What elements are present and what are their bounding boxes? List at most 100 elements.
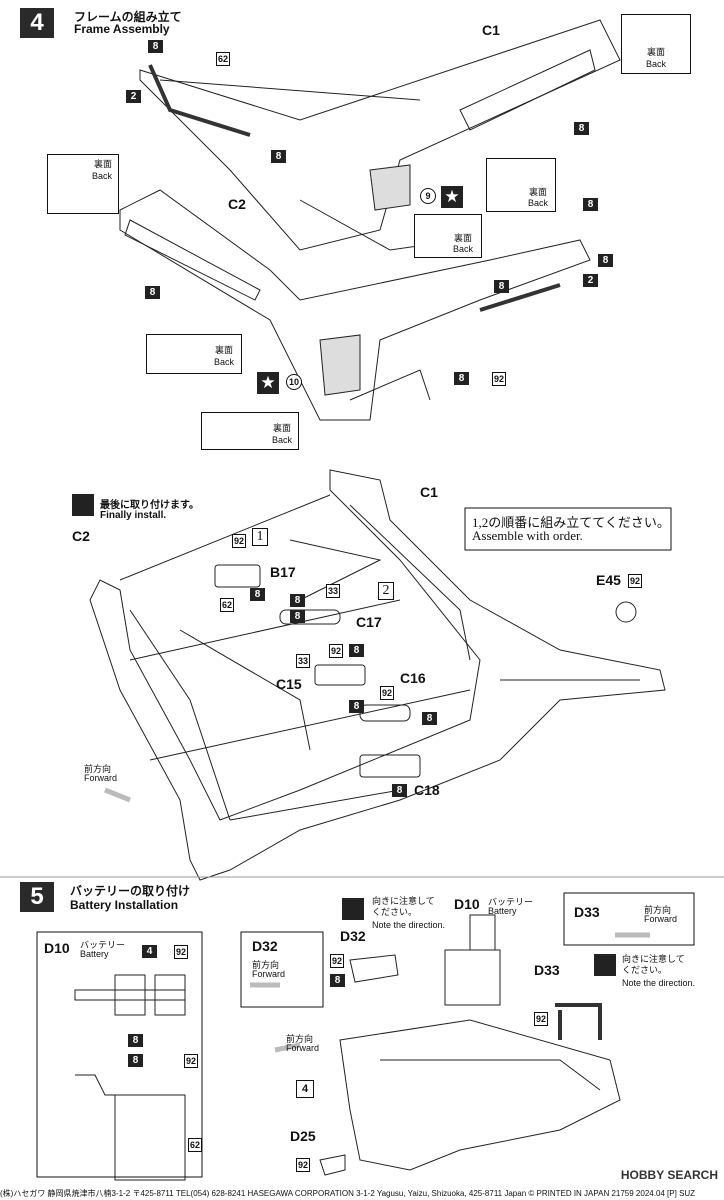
battery-en: Battery — [80, 949, 109, 959]
sequence-2: 2 — [378, 582, 394, 600]
part-10: 10 — [286, 374, 302, 390]
note-direction-icon — [342, 898, 364, 920]
note-direction-en: Note the direction. — [622, 978, 696, 988]
part-92: 92 — [534, 1012, 548, 1026]
back-note-box: 裏面 Back — [201, 412, 299, 450]
part-92: 92 — [628, 574, 642, 588]
back-en: Back — [645, 59, 666, 69]
back-jp: 裏面 — [528, 187, 547, 197]
part-8: 8 — [330, 974, 345, 987]
hobby-search-watermark: HOBBY SEARCH — [620, 1168, 718, 1182]
part-4: 4 — [142, 945, 157, 958]
star-marker: ★ — [257, 372, 279, 394]
part-92: 92 — [330, 954, 344, 968]
back-note-box: 裏面 Back — [414, 214, 482, 258]
forward-jp: 前方向 — [644, 905, 672, 915]
finally-install-icon — [72, 494, 94, 516]
back-en: Back — [213, 357, 234, 367]
part-2: 2 — [126, 90, 141, 103]
step-4-title-en: Frame Assembly — [74, 22, 170, 36]
part-8: 8 — [574, 122, 589, 135]
battery-jp: バッテリー — [488, 897, 534, 907]
finally-install-jp: 最後に取り付けます。 — [100, 500, 199, 511]
forward-en: Forward — [252, 969, 286, 979]
part-92: 92 — [329, 644, 343, 658]
part-8: 8 — [145, 286, 160, 299]
part-8: 8 — [148, 40, 163, 53]
part-62: 62 — [220, 598, 234, 612]
part-2: 2 — [583, 274, 598, 287]
label-c2: C2 — [72, 528, 90, 544]
part-8: 8 — [128, 1054, 143, 1067]
note-direction-jp: 向きに注意して ください。 — [622, 954, 685, 975]
back-jp: 裏面 — [272, 423, 291, 433]
part-8: 8 — [271, 150, 286, 163]
label-c16: C16 — [400, 670, 426, 686]
back-note-box: 裏面 Back — [486, 158, 556, 212]
back-jp: 裏面 — [214, 345, 233, 355]
part-92: 92 — [492, 372, 506, 386]
back-note-box: 裏面 Back — [47, 154, 119, 214]
step-4-title-jp: フレームの組み立て — [74, 10, 182, 24]
part-8: 8 — [250, 588, 265, 601]
part-92: 92 — [174, 945, 188, 959]
sequence-1: 1 — [252, 528, 268, 546]
forward-en: Forward — [84, 773, 118, 783]
label-c18: C18 — [414, 782, 440, 798]
part-8: 8 — [454, 372, 469, 385]
back-en: Back — [91, 171, 112, 181]
label-c2-top: C2 — [228, 196, 246, 212]
part-92: 92 — [232, 534, 246, 548]
part-92: 92 — [184, 1054, 198, 1068]
note-direction-en: Note the direction. — [372, 920, 446, 930]
back-note-box: 裏面 Back — [621, 14, 691, 74]
label-e45: E45 — [596, 572, 621, 588]
part-62: 62 — [188, 1138, 202, 1152]
label-d33: D33 — [534, 962, 560, 978]
label-d10: D10 — [454, 896, 480, 912]
part-8: 8 — [290, 594, 305, 607]
part-9: 9 — [420, 188, 436, 204]
label-d10-box: D10 — [44, 940, 70, 956]
part-8: 8 — [583, 198, 598, 211]
part-8: 8 — [422, 712, 437, 725]
step-5-title-en: Battery Installation — [70, 898, 179, 912]
label-d32-box: D32 — [252, 938, 278, 954]
back-jp: 裏面 — [453, 233, 472, 243]
footer-address: (株)ハセガワ 静岡県焼津市八楠3-1-2 〒425-8711 TEL(054)… — [0, 1189, 696, 1198]
forward-jp: 前方向 — [252, 960, 280, 970]
order-note-jp: 1,2の順番に組み立ててください。 — [472, 515, 670, 530]
part-8: 8 — [349, 700, 364, 713]
label-d33-box: D33 — [574, 904, 600, 920]
label-c17: C17 — [356, 614, 382, 630]
battery-en: Battery — [488, 906, 517, 916]
battery-jp: バッテリー — [80, 940, 126, 950]
star-marker: ★ — [441, 186, 463, 208]
finally-install-en: Finally install. — [100, 510, 167, 521]
label-b17: B17 — [270, 564, 296, 580]
part-92: 92 — [296, 1158, 310, 1172]
forward-jp: 前方向 — [84, 764, 112, 774]
label-c1: C1 — [420, 484, 438, 500]
part-8: 8 — [598, 254, 613, 267]
back-en: Back — [271, 435, 292, 445]
label-d32: D32 — [340, 928, 366, 944]
part-8: 8 — [349, 644, 364, 657]
back-en: Back — [452, 244, 473, 254]
label-c1-top: C1 — [482, 22, 500, 38]
back-jp: 裏面 — [646, 47, 665, 57]
label-d25: D25 — [290, 1128, 316, 1144]
back-note-box: 裏面 Back — [146, 334, 242, 374]
note-direction-jp: 向きに注意して ください。 — [372, 896, 435, 917]
note-direction-icon — [594, 954, 616, 976]
back-jp: 裏面 — [93, 159, 112, 169]
part-8: 8 — [128, 1034, 143, 1047]
forward-en: Forward — [286, 1043, 320, 1053]
part-8: 8 — [290, 610, 305, 623]
label-c15: C15 — [276, 676, 302, 692]
part-92: 92 — [380, 686, 394, 700]
step-reference-4: 4 — [296, 1080, 314, 1098]
step-4-number: 4 — [20, 8, 54, 38]
step-5-title-jp: バッテリーの取り付け — [70, 884, 191, 898]
